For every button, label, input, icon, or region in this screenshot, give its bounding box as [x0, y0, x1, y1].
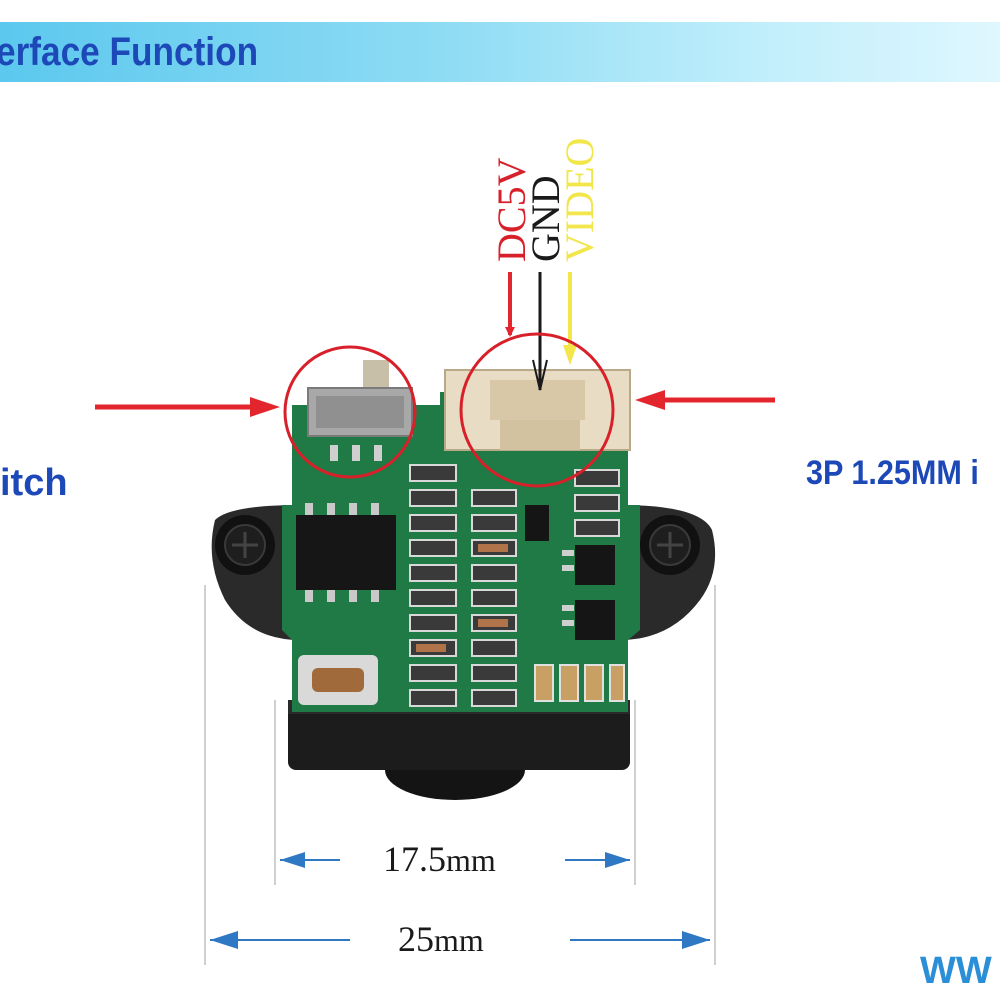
jst-connector: [444, 369, 631, 451]
dimension-inner: 17.5mm: [383, 838, 496, 880]
dimension-inner-value: 17.5: [383, 839, 446, 879]
pointer-arrows: [95, 390, 775, 417]
dimension-outer: 25mm: [398, 918, 484, 960]
smd-components: [409, 464, 620, 707]
dimension-outer-value: 25: [398, 919, 434, 959]
mount-left: [211, 505, 300, 640]
dimension-lines: [204, 585, 716, 965]
interface-label: 3P 1.25MM i: [806, 454, 979, 492]
mount-right: [620, 505, 716, 640]
pin-label-video: VIDEO: [557, 137, 602, 262]
slide-switch: [307, 360, 413, 461]
switch-label: itch: [0, 462, 68, 504]
dimension-outer-unit: mm: [434, 922, 484, 958]
lens-barrel: [288, 700, 630, 800]
connector-highlight-circle: [459, 332, 615, 488]
pin-wires: [505, 272, 577, 391]
website-url-fragment: WW: [920, 950, 992, 992]
header-title: erface Function: [0, 30, 259, 74]
dimension-inner-unit: mm: [446, 842, 496, 878]
header-banner: [0, 22, 1000, 82]
switch-highlight-circle: [283, 345, 417, 479]
